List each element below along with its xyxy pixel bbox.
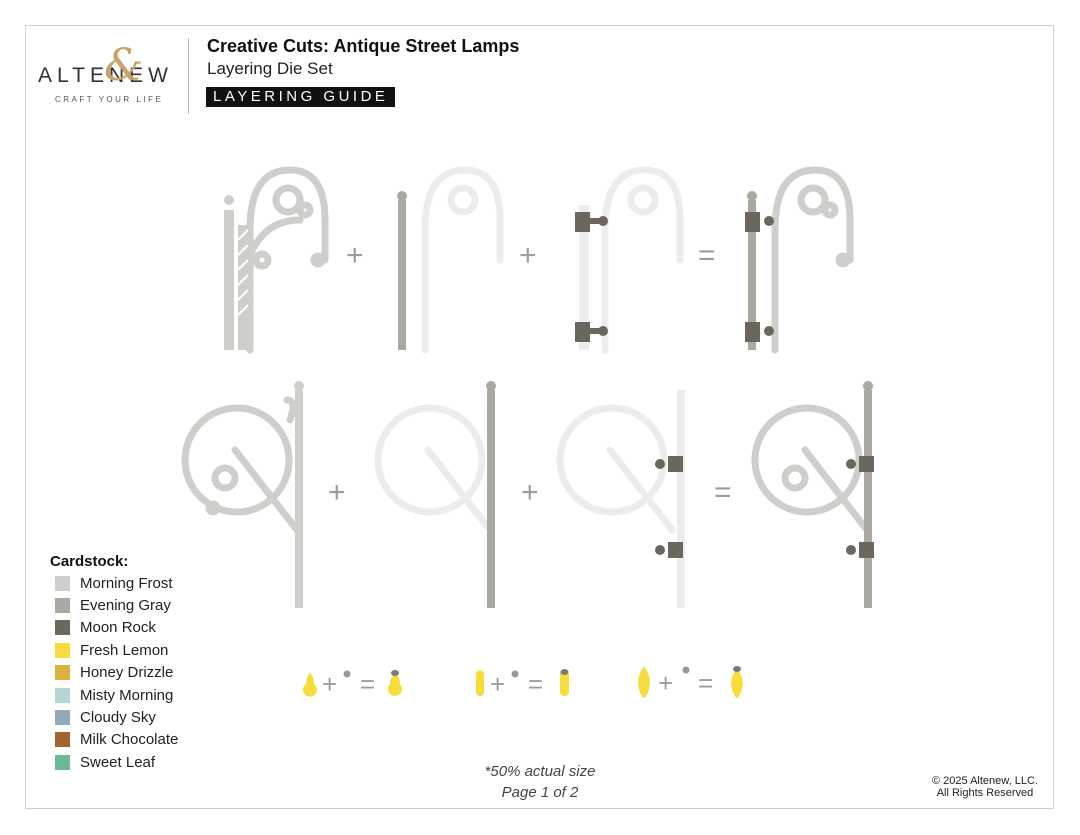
legend-label: Morning Frost [80,574,173,592]
logo-ampersand-icon: & [104,40,144,91]
legend-item: Cloudy Sky [50,706,178,728]
legend-title: Cardstock: [50,553,129,570]
row1-post-illustration [397,166,504,354]
logo-tagline: CRAFT YOUR LIFE [55,95,164,104]
page-number: Page 1 of 2 [501,784,579,801]
row1-base-bracket-illustration [224,166,329,354]
legend-label: Milk Chocolate [80,731,179,749]
header-divider [188,38,189,114]
legend-item: Fresh Lemon [50,639,178,661]
row1-collars-illustration [575,166,684,354]
footer-note: *50% actual size Page 1 of 2 [470,761,610,803]
swatch-fresh-lemon [55,642,70,658]
row1-assembled-illustration [745,166,854,354]
swatch-morning-frost [55,575,70,591]
row2-collars-illustration [556,390,685,608]
legend-label: Cloudy Sky [80,709,156,727]
legend-item: Honey Drizzle [50,662,178,684]
swatch-evening-gray [55,598,70,614]
swatch-sweet-leaf [55,754,70,770]
legend-item: Morning Frost [50,572,178,594]
legend-label: Misty Morning [80,686,174,704]
swatch-moon-rock [55,620,70,636]
legend-item: Evening Gray [50,594,178,616]
svg-text:+: + [322,669,337,699]
svg-text:+: + [658,668,673,698]
svg-text:+: + [490,669,505,699]
plus-operator: + [346,239,364,272]
bulb-round-equation: + = [303,669,402,699]
rights-line: All Rights Reserved [936,787,1034,799]
legend-label: Sweet Leaf [80,753,156,771]
swatch-misty-morning [55,687,70,703]
svg-text:=: = [528,669,543,699]
svg-text:=: = [360,669,375,699]
layering-guide-badge: LAYERING GUIDE [206,87,396,107]
swatch-milk-chocolate [55,732,70,748]
legend-item: Misty Morning [50,684,178,706]
page-subtitle: Layering Die Set [207,59,333,78]
equals-operator: = [698,239,716,272]
scale-note: *50% actual size [484,763,596,780]
row2-post-illustration [374,381,496,608]
plus-operator: + [328,476,346,509]
plus-operator: + [521,476,539,509]
legend-item: Milk Chocolate [50,729,178,751]
copyright-line: © 2025 Altenew, LLC. [932,775,1038,787]
swatch-cloudy-sky [55,710,70,726]
plus-operator: + [519,239,537,272]
equals-operator: = [714,476,732,509]
legend-label: Honey Drizzle [80,664,174,682]
bulb-capsule-equation: + = [476,669,569,699]
bulb-flame-equation: + = [638,666,743,698]
row2-assembled-illustration [751,381,874,608]
copyright: © 2025 Altenew, LLC. All Rights Reserved [925,775,1045,799]
cardstock-legend: Cardstock: Morning Frost Evening Gray Mo… [50,553,178,774]
legend-label: Moon Rock [80,619,156,637]
legend-label: Fresh Lemon [80,641,169,659]
legend-label: Evening Gray [80,597,171,615]
legend-item: Sweet Leaf [50,751,178,773]
row2-base-bracket-illustration [181,381,304,608]
page-title: Creative Cuts: Antique Street Lamps [207,36,520,56]
altenew-logo: ALTENEW & CRAFT YOUR LIFE [38,44,178,110]
swatch-honey-drizzle [55,665,70,681]
logo-wordmark: ALTENEW [38,64,173,87]
svg-text:=: = [698,668,713,698]
page-frame [25,25,1054,809]
legend-item: Moon Rock [50,617,178,639]
